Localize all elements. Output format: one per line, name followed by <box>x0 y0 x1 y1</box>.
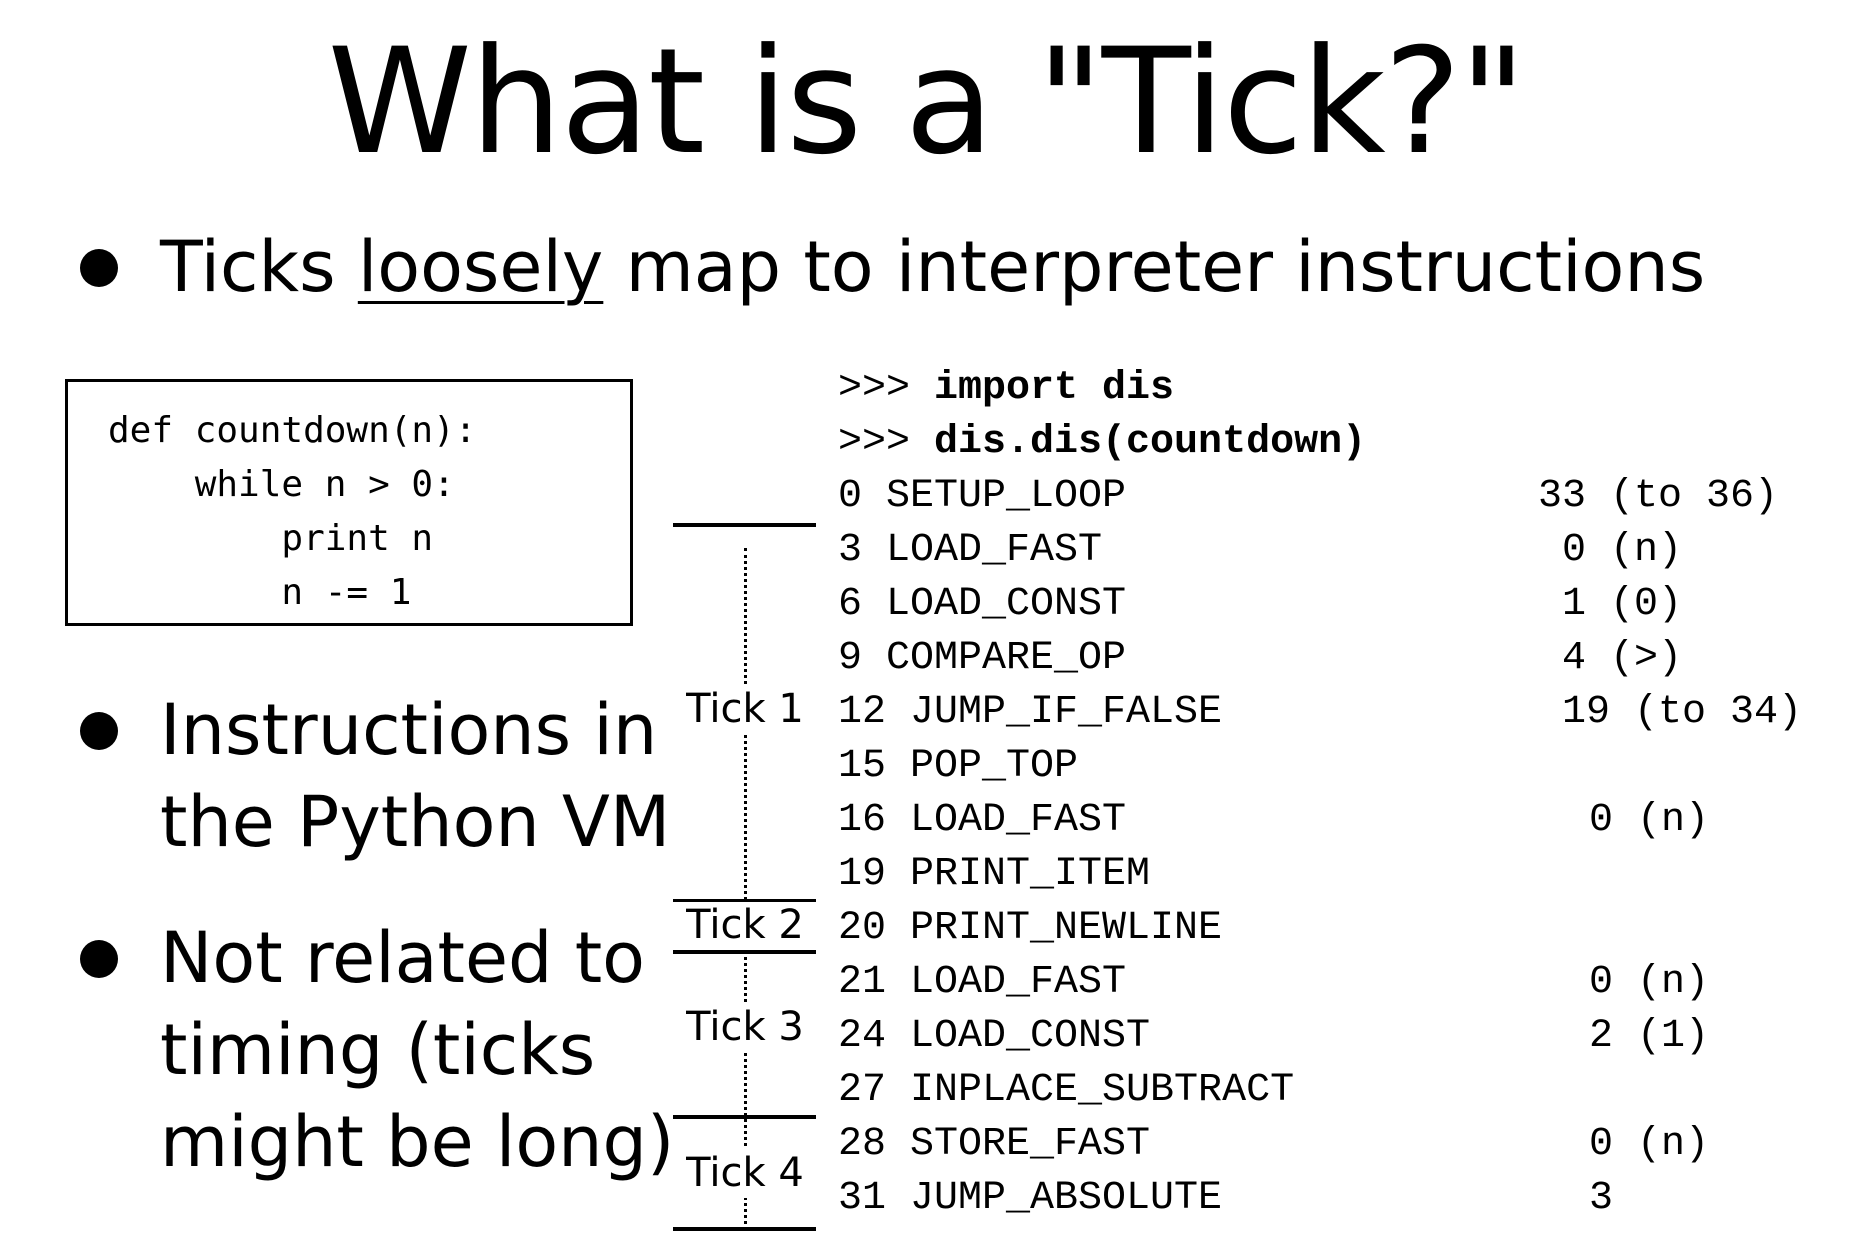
tick-boundary <box>673 523 816 527</box>
bytecode-line: 31 JUMP_ABSOLUTE <box>838 1176 1223 1221</box>
bytecode-line: 27 INPLACE_SUBTRACT <box>838 1068 1295 1113</box>
bullet-ticks: Ticks loosely map to interpreter instruc… <box>80 221 1706 313</box>
bytecode-line: 3 LOAD_FAST <box>838 528 1103 573</box>
prompt-command: dis.dis(countdown) <box>934 420 1367 465</box>
bytecode-line: 28 STORE_FAST <box>838 1122 1151 1167</box>
tick-boundary <box>673 1115 816 1119</box>
tick-label: Tick 4 <box>670 1148 820 1198</box>
tick-boundary <box>673 1227 816 1231</box>
bullet-dot <box>80 712 118 750</box>
tick-connector <box>744 548 747 1230</box>
bytecode-arg: 0 (n) <box>1562 528 1683 573</box>
slide-title: What is a "Tick?" <box>327 17 1527 187</box>
bytecode-line: 15 POP_TOP <box>838 744 1079 789</box>
bytecode-arg: 0 (n) <box>1589 798 1710 843</box>
bytecode-arg: 3 <box>1589 1176 1614 1221</box>
tick-boundary <box>673 950 816 954</box>
prompt-line-1: >>> import dis <box>838 362 1174 416</box>
bytecode-line: 6 LOAD_CONST <box>838 582 1127 627</box>
bytecode-line: 16 LOAD_FAST <box>838 798 1127 843</box>
bullet-instructions-line-2: the Python VM <box>160 781 671 863</box>
code-box: def countdown(n): while n > 0: print n n… <box>65 379 633 626</box>
tick-label: Tick 1 <box>670 684 820 734</box>
bytecode-line: 21 LOAD_FAST <box>838 960 1127 1005</box>
prompt-line-2: >>> dis.dis(countdown) <box>838 416 1366 470</box>
bytecode-arg: 19 (to 34) <box>1562 690 1803 735</box>
bullet-timing-line-3: might be long) <box>160 1101 675 1183</box>
tick-boundary <box>673 899 816 903</box>
tick-label: Tick 2 <box>670 902 820 948</box>
bullet-instructions: Instructions in the Python VM <box>80 684 671 868</box>
bullet-dot <box>80 249 118 287</box>
bytecode-arg: 33 (to 36) <box>1538 474 1779 519</box>
bytecode-arg: 4 (>) <box>1562 636 1683 681</box>
bullet-instructions-line-1: Instructions in <box>160 689 658 771</box>
bytecode-line: 24 LOAD_CONST <box>838 1014 1151 1059</box>
tick-label: Tick 3 <box>670 1002 820 1052</box>
bullet-ticks-underlined: loosely <box>357 226 604 308</box>
bytecode-arg: 1 (0) <box>1562 582 1683 627</box>
bytecode-arg: 2 (1) <box>1589 1014 1710 1059</box>
bullet-timing-line-1: Not related to <box>160 917 646 999</box>
bullet-timing-line-2: timing (ticks <box>160 1009 596 1091</box>
bullet-timing: Not related to timing (ticks might be lo… <box>80 912 675 1188</box>
bytecode-line: 12 JUMP_IF_FALSE <box>838 690 1223 735</box>
code-box-source: def countdown(n): while n > 0: print n n… <box>108 410 477 613</box>
bytecode-line: 20 PRINT_NEWLINE <box>838 906 1223 951</box>
prompt-command: import dis <box>934 366 1175 411</box>
bytecode-arg: 0 (n) <box>1589 1122 1710 1167</box>
bytecode-arg: 0 (n) <box>1589 960 1710 1005</box>
prompt-symbol: >>> <box>838 420 935 465</box>
bullet-dot <box>80 940 118 978</box>
bytecode-line: 19 PRINT_ITEM <box>838 852 1151 897</box>
prompt-symbol: >>> <box>838 366 935 411</box>
bullet-ticks-before: Ticks <box>160 226 358 308</box>
bullet-ticks-after: map to interpreter instructions <box>603 226 1706 308</box>
bytecode-line: 9 COMPARE_OP <box>838 636 1127 681</box>
bytecode-line: 0 SETUP_LOOP <box>838 474 1127 519</box>
